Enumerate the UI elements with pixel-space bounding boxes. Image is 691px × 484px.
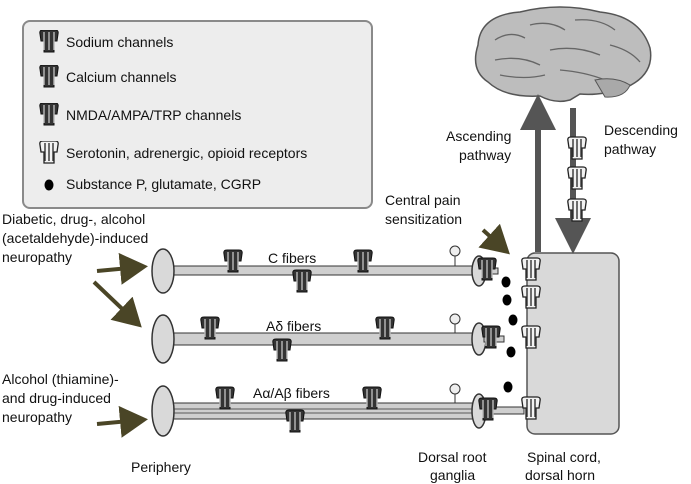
label-c-fibers: C fibers — [268, 250, 317, 266]
arrow-central-sensitization — [478, 223, 510, 255]
arrow-alcohol-to-aalpha — [96, 405, 148, 438]
label-diabetic-line2: (acetaldehyde)-induced — [2, 230, 149, 246]
label-alcohol-line2: and drug-induced — [2, 390, 111, 406]
nmda-ampa-trp-channel-icon — [39, 103, 59, 126]
label-spinal-line1: Spinal cord, — [527, 449, 601, 465]
label-central-line2: sensitization — [385, 211, 463, 227]
sodium-channel-icon — [39, 30, 59, 53]
label-drg-line1: Dorsal root — [418, 449, 487, 465]
receptor-icon — [39, 141, 59, 164]
arrow-diabetic-to-c — [96, 252, 148, 285]
label-a-alpha-beta-fibers: Aα/Aβ fibers — [253, 385, 330, 401]
calcium-channel-icon — [39, 65, 59, 88]
label-descending-line1: Descending — [604, 122, 678, 138]
label-alcohol-line3: neuropathy — [2, 409, 73, 425]
label-descending-line2: pathway — [604, 141, 657, 157]
spinal-cord-box — [526, 252, 620, 435]
brain-illustration — [474, 6, 652, 103]
a-alpha-beta-fiber — [151, 383, 525, 437]
label-periphery: Periphery — [131, 459, 191, 475]
label-ascending-line1: Ascending — [446, 128, 512, 144]
c-fiber — [151, 245, 499, 294]
label-alcohol-line1: Alcohol (thiamine)- — [2, 371, 119, 387]
neurotransmitter-dots — [501, 276, 518, 393]
label-spinal-line2: dorsal horn — [525, 467, 596, 483]
a-delta-fiber — [151, 313, 505, 364]
label-a-delta-fibers: Aδ fibers — [266, 318, 322, 334]
label-diabetic-line3: neuropathy — [2, 249, 73, 265]
label-diabetic-line1: Diabetic, drug-, alcohol — [2, 211, 146, 227]
arrow-diabetic-to-adelta — [92, 280, 142, 328]
neurotransmitter-dot-icon — [44, 179, 54, 191]
legend: Sodium channels Calcium channels NMDA/AM… — [22, 20, 373, 209]
label-drg-line2: ganglia — [430, 467, 476, 483]
label-ascending-line2: pathway — [459, 147, 512, 163]
label-central-line1: Central pain — [385, 192, 461, 208]
